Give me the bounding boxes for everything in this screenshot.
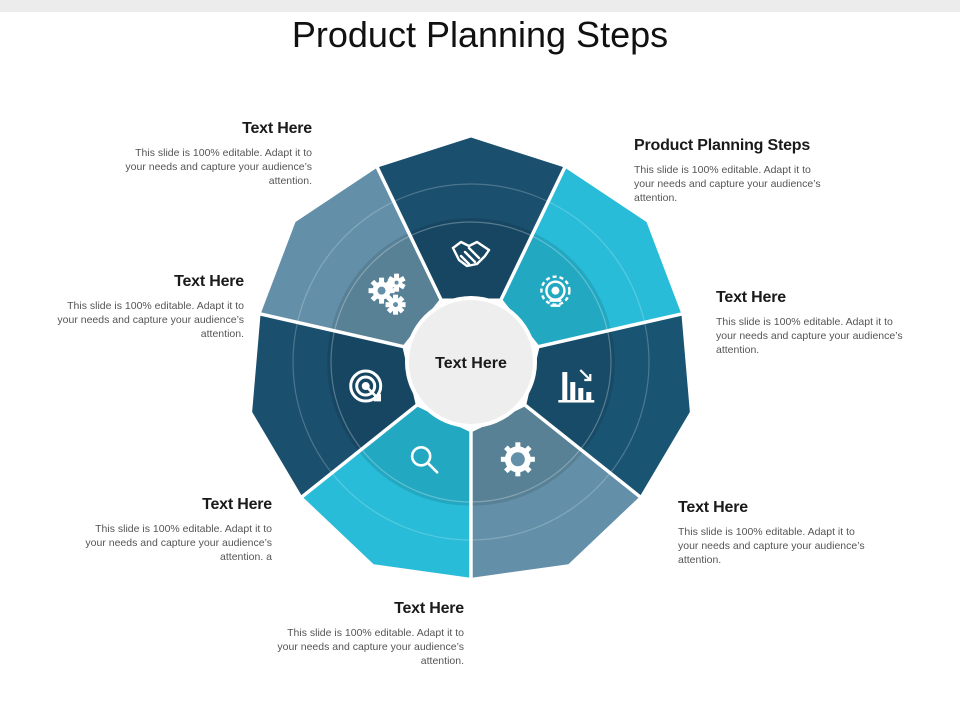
label-body: This slide is 100% editable. Adapt it to… — [125, 147, 312, 187]
label-body: This slide is 100% editable. Adapt it to… — [678, 526, 865, 566]
label-step-1: Text Here This slide is 100% editable. A… — [122, 120, 312, 188]
diagram-segment-6 — [252, 315, 416, 496]
label-body: This slide is 100% editable. Adapt it to… — [57, 300, 244, 340]
diagram-segment-3 — [526, 315, 690, 496]
handshake-icon — [451, 240, 491, 268]
gears-icon — [368, 273, 406, 315]
label-step-5: Text Here This slide is 100% editable. A… — [274, 600, 464, 668]
slide-title: Product Planning Steps — [291, 14, 669, 55]
label-step-6: Text Here This slide is 100% editable. A… — [82, 496, 272, 564]
segment-inner-band — [359, 406, 470, 506]
top-bar — [0, 0, 960, 12]
bar-chart-decline-icon — [558, 369, 595, 403]
magnifier-icon — [410, 446, 439, 474]
lightbulb-gear-icon — [540, 275, 571, 307]
label-step-4: Text Here This slide is 100% editable. A… — [678, 499, 878, 567]
label-heading: Text Here — [202, 496, 272, 513]
gear-icon — [500, 442, 535, 477]
label-heading: Text Here — [174, 273, 244, 290]
center-circle — [409, 300, 533, 424]
label-step-2: Product Planning Steps This slide is 100… — [634, 137, 864, 205]
label-body: This slide is 100% editable. Adapt it to… — [634, 164, 821, 204]
label-heading: Text Here — [242, 120, 312, 137]
label-heading: Text Here — [394, 600, 464, 617]
label-body: This slide is 100% editable. Adapt it to… — [716, 316, 903, 356]
label-step-7: Text Here This slide is 100% editable. A… — [54, 273, 244, 341]
label-heading: Text Here — [716, 289, 786, 306]
label-heading: Text Here — [678, 499, 748, 516]
middle-ring — [330, 221, 612, 503]
center-label: Text Here — [435, 355, 507, 372]
target-icon — [349, 369, 383, 403]
label-heading: Product Planning Steps — [634, 137, 811, 154]
diagram-segment-1 — [379, 137, 563, 299]
label-step-3: Text Here This slide is 100% editable. A… — [716, 289, 916, 357]
outer-ring — [292, 183, 650, 541]
label-body: This slide is 100% editable. Adapt it to… — [277, 627, 464, 667]
label-body: This slide is 100% editable. Adapt it to… — [85, 523, 272, 563]
